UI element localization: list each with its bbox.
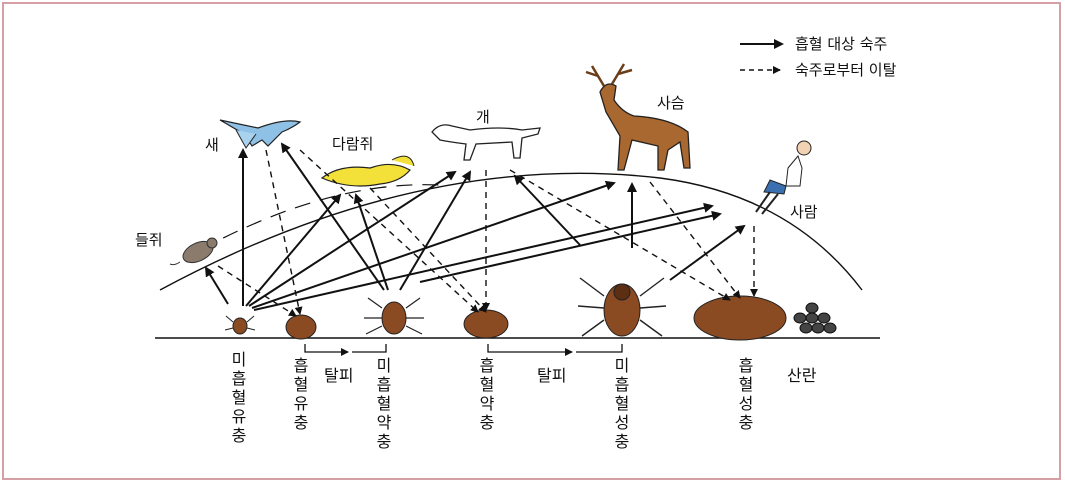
habitat-arc-inner	[199, 184, 441, 251]
legend: 흡혈 대상 숙주 숙주로부터 이탈	[740, 35, 897, 79]
arrow-nymph-to-bird	[280, 142, 385, 291]
dropoff-squirrel-to-fed-nymph	[369, 187, 487, 313]
unfed-larva-tick	[224, 315, 256, 335]
legend-dashed-label: 숙주로부터 이탈	[795, 61, 897, 79]
stage-label-unfed-nymph: 미흡혈약충	[376, 356, 392, 451]
molt-bracket-2	[487, 344, 623, 356]
fed-larva-tick	[285, 314, 317, 340]
habitat-arc	[159, 172, 863, 291]
host-label-field-mouse: 들쥐	[135, 231, 163, 249]
fed-nymph-tick	[463, 309, 509, 339]
molt-label-2: 탈피	[537, 366, 567, 385]
host-label-squirrel: 다람쥐	[332, 135, 373, 153]
arrow-nymph-to-human	[419, 210, 722, 283]
dropoff-bird-to-fed-nymph	[299, 149, 479, 313]
field-mouse-illustration	[169, 237, 218, 266]
arrow-larva-to-dog	[248, 170, 457, 307]
dropoff-deer-to-fed-adult	[649, 181, 741, 299]
arrow-larva-to-squirrel	[245, 193, 342, 307]
molt-label-1: 탈피	[324, 366, 354, 385]
host-label-bird: 새	[205, 136, 219, 154]
unfed-nymph-tick	[364, 297, 424, 335]
stage-label-fed-nymph: 흡혈약충	[479, 356, 495, 432]
unfed-adult-tick	[577, 277, 667, 337]
stage-label-fed-adult: 흡혈성충	[738, 356, 754, 432]
arrow-larva-to-field-mouse	[204, 266, 229, 305]
stage-label-unfed-larva: 미흡혈유충	[231, 350, 247, 445]
drop-off-arrows	[217, 149, 758, 317]
arrow-larva-to-human	[253, 202, 714, 311]
host-label-human: 사람	[790, 203, 818, 221]
bird-illustration	[219, 119, 302, 149]
deer-illustration	[585, 63, 691, 171]
dropoff-mouse-to-fed-larva	[217, 265, 297, 317]
arrow-adult-to-dog	[513, 174, 581, 246]
dog-illustration	[431, 124, 541, 161]
egg-cluster	[793, 302, 837, 334]
host-label-dog: 개	[476, 108, 490, 126]
fed-adult-tick	[693, 295, 787, 341]
stage-label-eggs: 산란	[787, 366, 817, 385]
stage-label-fed-larva: 흡혈유충	[293, 356, 309, 432]
arrow-nymph-to-squirrel	[353, 193, 389, 291]
stage-label-unfed-adult: 미흡혈성충	[614, 356, 630, 451]
squirrel-illustration	[320, 155, 415, 187]
arrow-nymph-to-dog	[399, 170, 472, 291]
host-seeking-arrows	[204, 142, 746, 311]
legend-solid-label: 흡혈 대상 숙주	[795, 35, 887, 53]
human-illustration	[755, 140, 812, 215]
arrow-adult-to-human	[669, 224, 746, 281]
dropoff-dog-to-fed-adult	[509, 169, 731, 301]
host-label-deer: 사슴	[657, 94, 685, 112]
molt-bracket-1	[304, 344, 387, 356]
dropoff-bird-to-fed-larva	[265, 149, 303, 315]
arrow-larva-to-deer	[251, 180, 616, 309]
